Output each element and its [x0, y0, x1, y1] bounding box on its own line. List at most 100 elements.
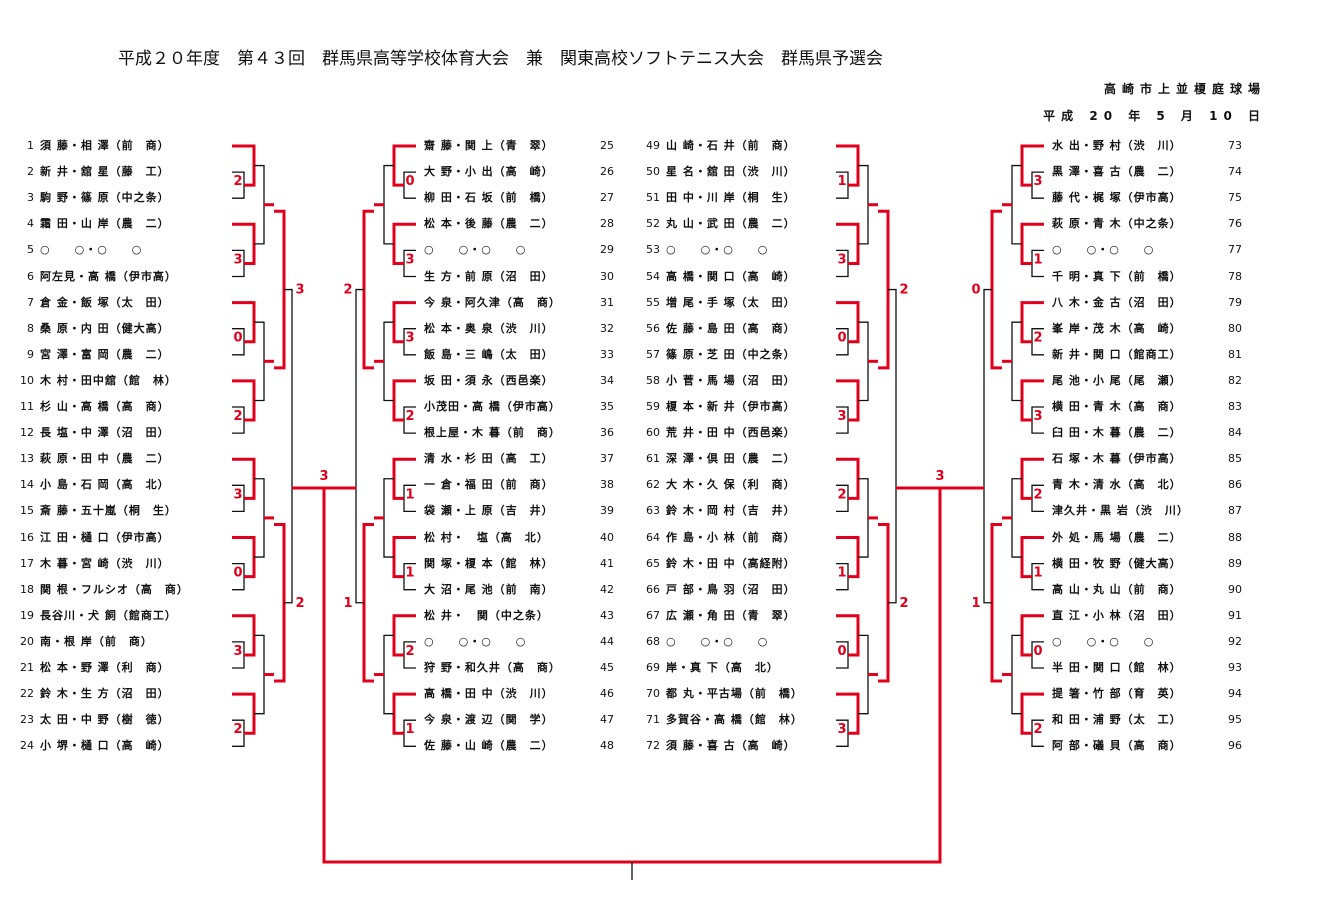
entry-row: 4 霜 田・山 岸（農 二） [14, 214, 210, 234]
entry-row: 松 本・後 藤（農 二）28 [424, 214, 622, 234]
entry-pair: 横 田・牧 野（健大高） [1052, 556, 1182, 570]
entry-pair: 石 塚・木 暮（伊市高） [1052, 452, 1182, 466]
entry-number: 36 [600, 426, 614, 440]
entry-number: 18 [20, 582, 34, 596]
entry-pair: 都 丸・平古場（前 橋） [666, 687, 803, 701]
entry-row: 一 倉・福 田（前 商）38 [424, 475, 622, 495]
score-mark: 2 [233, 722, 242, 737]
entry-number: 92 [1228, 634, 1242, 648]
score-mark: 3 [405, 252, 414, 267]
entry-number: 3 [27, 191, 34, 205]
entry-row: 黒 澤・喜 古（農 二）74 [1052, 162, 1250, 182]
entry-pair: 関 根・フルシオ（高 商） [40, 582, 189, 596]
entry-number: 46 [600, 687, 614, 701]
entry-number: 47 [600, 713, 614, 727]
entry-number: 26 [600, 165, 614, 179]
entry-row: 小茂田・高 橋（伊市高）35 [424, 397, 622, 417]
entry-pair: 清 水・杉 田（高 工） [424, 452, 554, 466]
entry-number: 63 [646, 504, 660, 518]
entry-number: 72 [646, 739, 660, 753]
entry-pair: 八 木・金 古（沼 田） [1052, 295, 1182, 309]
entry-pair: 横 田・青 木（高 商） [1052, 400, 1182, 413]
bracket-winner-line [990, 522, 1002, 683]
entry-row: 佐 藤・山 崎（農 二）48 [424, 736, 622, 756]
entry-number: 87 [1228, 504, 1242, 518]
entry-row: 高 橋・田 中（渋 川）46 [424, 684, 622, 704]
entry-number: 23 [20, 713, 34, 727]
score-mark: 0 [971, 283, 980, 298]
score-mark: 3 [405, 331, 414, 346]
score-mark: 1 [837, 566, 846, 581]
score-mark: 1 [971, 596, 980, 611]
entry-pair: 松 村・ 塩（高 北） [424, 530, 549, 544]
entry-pair: 阿 部・礒 貝（高 商） [1052, 739, 1182, 753]
entry-row: 臼 田・木 暮（農 二）84 [1052, 423, 1250, 443]
score-mark: 3 [1033, 174, 1042, 189]
entry-number: 43 [600, 608, 614, 622]
entry-pair: 萩 原・青 木（中之条） [1052, 217, 1182, 231]
entry-number: 37 [600, 452, 614, 466]
entry-pair: 臼 田・木 暮（農 二） [1052, 426, 1182, 440]
entry-row: 津久井・黒 岩（渋 川）87 [1052, 501, 1250, 521]
entry-row: 和 田・浦 野（太 工）95 [1052, 710, 1250, 730]
entry-number: 69 [646, 661, 660, 674]
entry-pair: 駒 野・篠 原（中之条） [40, 191, 170, 205]
entry-pair: ○ ○・○ ○ [1052, 243, 1155, 257]
entry-number: 27 [600, 191, 614, 205]
entry-number: 25 [600, 139, 614, 152]
score-mark: 1 [1033, 566, 1042, 581]
entry-pair: 霜 田・山 岸（農 二） [40, 217, 170, 231]
entry-number: 54 [646, 269, 660, 283]
entry-number: 73 [1228, 139, 1242, 152]
entry-pair: 高 橋・関 口（高 崎） [666, 269, 796, 283]
entry-pair: 齋 藤・関 上（青 翠） [424, 139, 554, 152]
entry-number: 13 [20, 452, 34, 466]
entry-pair: 根上屋・木 暮（前 商） [424, 426, 561, 440]
entry-pair: 太 田・中 野（樹 徳） [40, 713, 170, 727]
score-mark: 2 [899, 283, 908, 298]
score-mark: 2 [295, 596, 304, 611]
entry-number: 71 [646, 713, 660, 727]
entry-pair: 多賀谷・高 橋（館 林） [666, 713, 803, 727]
entry-number: 2 [27, 165, 34, 179]
entry-pair: 藤 代・梶 塚（伊市高） [1052, 191, 1182, 205]
entry-pair: ○ ○・○ ○ [40, 243, 143, 257]
score-mark: 2 [233, 409, 242, 424]
entry-pair: 松 本・後 藤（農 二） [424, 217, 554, 231]
score-mark: 2 [1033, 722, 1042, 737]
entry-pair: 松 本・奥 泉（渋 川） [424, 321, 554, 335]
entry-row: 高 山・丸 山（前 商）90 [1052, 580, 1250, 600]
entry-row: 萩 原・青 木（中之条）76 [1052, 214, 1250, 234]
entry-pair: ○ ○・○ ○ [1052, 634, 1155, 648]
entry-pair: 千 明・真 下（前 橋） [1052, 269, 1182, 283]
entry-row: 53○ ○・○ ○ [640, 240, 836, 260]
entry-number: 55 [646, 295, 660, 309]
entry-number: 52 [646, 217, 660, 231]
entry-number: 22 [20, 687, 34, 701]
entry-pair: 青 木・清 水（高 北） [1052, 478, 1182, 492]
bracket-winner-line [878, 522, 890, 683]
entry-pair: 鈴 木・岡 村（吉 井） [666, 504, 796, 518]
entry-pair: 今 泉・渡 辺（関 学） [424, 713, 554, 727]
entry-pair: 水 出・野 村（渋 川） [1052, 139, 1182, 152]
entry-pair: 長谷川・犬 飼（館商工） [40, 608, 177, 622]
entry-number: 31 [600, 295, 614, 309]
entry-number: 12 [20, 426, 34, 440]
entry-number: 91 [1228, 608, 1242, 622]
entry-number: 19 [20, 608, 34, 622]
entry-number: 74 [1228, 165, 1242, 179]
entry-pair: 須 藤・相 澤（前 商） [40, 139, 170, 152]
entry-number: 4 [27, 217, 34, 231]
